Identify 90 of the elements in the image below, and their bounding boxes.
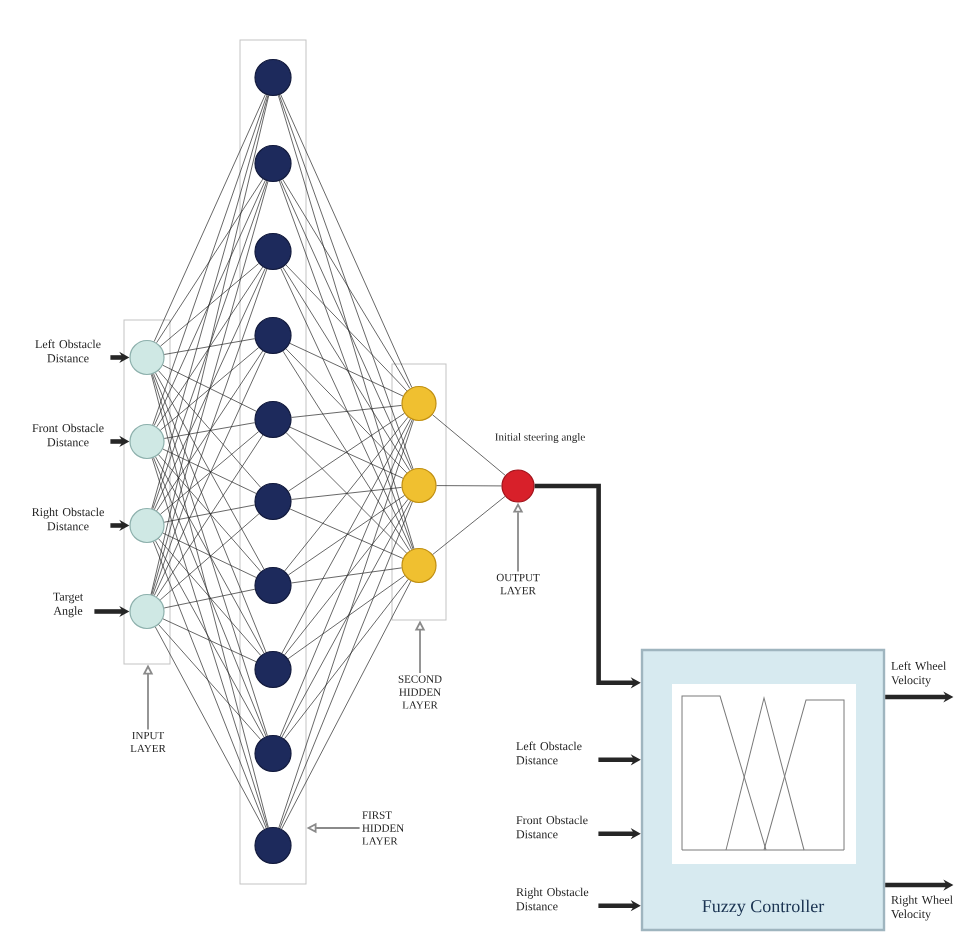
connection-line [151, 457, 268, 829]
connection-line [280, 268, 412, 550]
connection-line [432, 414, 506, 476]
connection-line [158, 538, 262, 656]
neuron-circle [129, 423, 165, 460]
connection-line [279, 419, 413, 737]
neuron-circle [129, 507, 165, 544]
connection-line [285, 348, 408, 474]
connection-line [150, 95, 270, 595]
connection-line [154, 268, 266, 510]
connection-line [281, 580, 412, 830]
connection-line [282, 266, 411, 471]
connection-line [156, 178, 264, 344]
connection-line [278, 94, 415, 549]
neuron-circle [254, 566, 292, 605]
connection-line [159, 513, 260, 601]
connection-line [153, 352, 266, 596]
connection-line [158, 624, 261, 740]
connection-line [278, 419, 414, 829]
neuron-circle [254, 58, 292, 97]
connection-line [164, 422, 256, 439]
connection-line [156, 434, 264, 598]
connection-line [279, 501, 413, 829]
connection-line [155, 372, 265, 570]
neuron-circle [254, 144, 292, 183]
connection-line [279, 180, 414, 550]
connection-line [162, 532, 257, 578]
connection-line [155, 456, 265, 654]
connection-line [280, 94, 413, 388]
neuron-circle [254, 400, 292, 439]
connection-line [152, 268, 268, 596]
connection-line [289, 343, 404, 397]
connection-line [291, 405, 402, 418]
connection-line [158, 370, 262, 488]
connection-line [282, 179, 411, 389]
neuron-circle [401, 547, 437, 584]
connection-line [152, 94, 268, 426]
connection-line [152, 373, 268, 737]
neuron-circle [401, 467, 437, 504]
connection-line [285, 264, 408, 392]
connection-line [164, 338, 256, 355]
connection-line [151, 374, 269, 828]
neuron-circle [129, 593, 165, 630]
connection-line [160, 263, 260, 347]
connection-line [288, 495, 405, 576]
neuron-circle [254, 232, 292, 271]
connection-line [153, 180, 266, 426]
connection-line [436, 485, 502, 487]
connection-line [289, 426, 404, 479]
connection-line [162, 448, 257, 494]
connection-line [162, 364, 257, 412]
connection-line [288, 412, 405, 492]
connection-line [432, 496, 506, 555]
connection-line [155, 626, 265, 830]
connection-line [160, 431, 260, 515]
neuron-circle [254, 826, 292, 865]
connection-line [153, 94, 266, 342]
connection-line [281, 500, 411, 738]
connection-line [278, 94, 414, 470]
connection-line [284, 498, 409, 656]
connection-line [163, 588, 256, 609]
connection-line [156, 350, 264, 512]
connection-line [291, 567, 402, 584]
connection-line [285, 432, 407, 554]
connection-line [291, 487, 402, 500]
connection-line [153, 541, 267, 829]
connection-line [289, 508, 404, 559]
connection-line [153, 373, 267, 653]
connection-line [152, 180, 268, 510]
connection-line [151, 181, 269, 595]
neuron-circle [401, 385, 437, 422]
connection-line [287, 575, 406, 660]
connection-line [153, 457, 267, 737]
neuron-circle [254, 316, 292, 355]
connection-line [151, 95, 269, 509]
neuron-circle [254, 482, 292, 521]
connection-line [281, 418, 411, 654]
connection-line [280, 180, 413, 470]
neuron-circle [254, 650, 292, 689]
connection-line [284, 579, 409, 740]
connection-line [163, 504, 256, 523]
connection-line [156, 266, 264, 428]
connection-line [162, 618, 257, 663]
connection-line [284, 416, 409, 572]
connection-line [158, 454, 262, 572]
neuron-circle [129, 339, 165, 376]
connection-line [160, 347, 260, 431]
neuron-circle [254, 734, 292, 773]
connection-line [282, 350, 410, 551]
connection-line [155, 540, 265, 738]
